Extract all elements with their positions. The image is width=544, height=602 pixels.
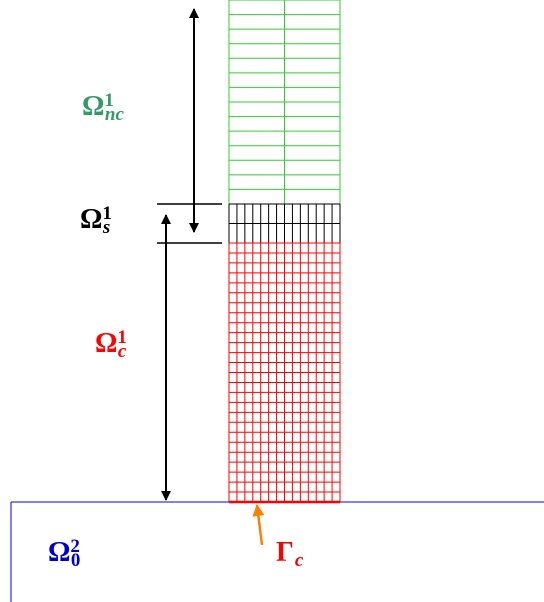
- ground-label-sub: 0: [70, 550, 81, 572]
- ground-label-sup: 2: [70, 535, 80, 557]
- noncontact-label-sup: 1: [104, 89, 114, 111]
- gamma-label-sub: c: [294, 550, 304, 572]
- ground-label-base: Ω: [48, 537, 71, 568]
- slave-label-sup: 1: [102, 202, 112, 224]
- dimension-arrows: [157, 8, 265, 546]
- gamma-pointer-arrow: [252, 504, 265, 546]
- ground-domain-label: Ω20: [48, 535, 80, 571]
- contact-label-sub: c: [117, 341, 127, 363]
- contact-boundary-label: Γc: [276, 537, 303, 571]
- noncontact-label-base: Ω: [82, 91, 105, 122]
- slave-domain-label: Ω1s: [80, 202, 112, 238]
- noncontact-domain-label: Ω1nc: [82, 89, 124, 125]
- gamma-label-base: Γ: [276, 537, 294, 568]
- slave-label-base: Ω: [80, 204, 103, 235]
- contact-mesh: [228, 242, 341, 504]
- slave-mesh: [228, 203, 341, 244]
- contact-domain-label: Ω1c: [95, 326, 127, 362]
- contact-label-base: Ω: [95, 328, 118, 359]
- noncontact-mesh: [228, 0, 341, 205]
- noncontact-label-sub: nc: [104, 104, 124, 126]
- slave-label-sub: s: [102, 217, 111, 239]
- contact-label-sup: 1: [117, 326, 127, 348]
